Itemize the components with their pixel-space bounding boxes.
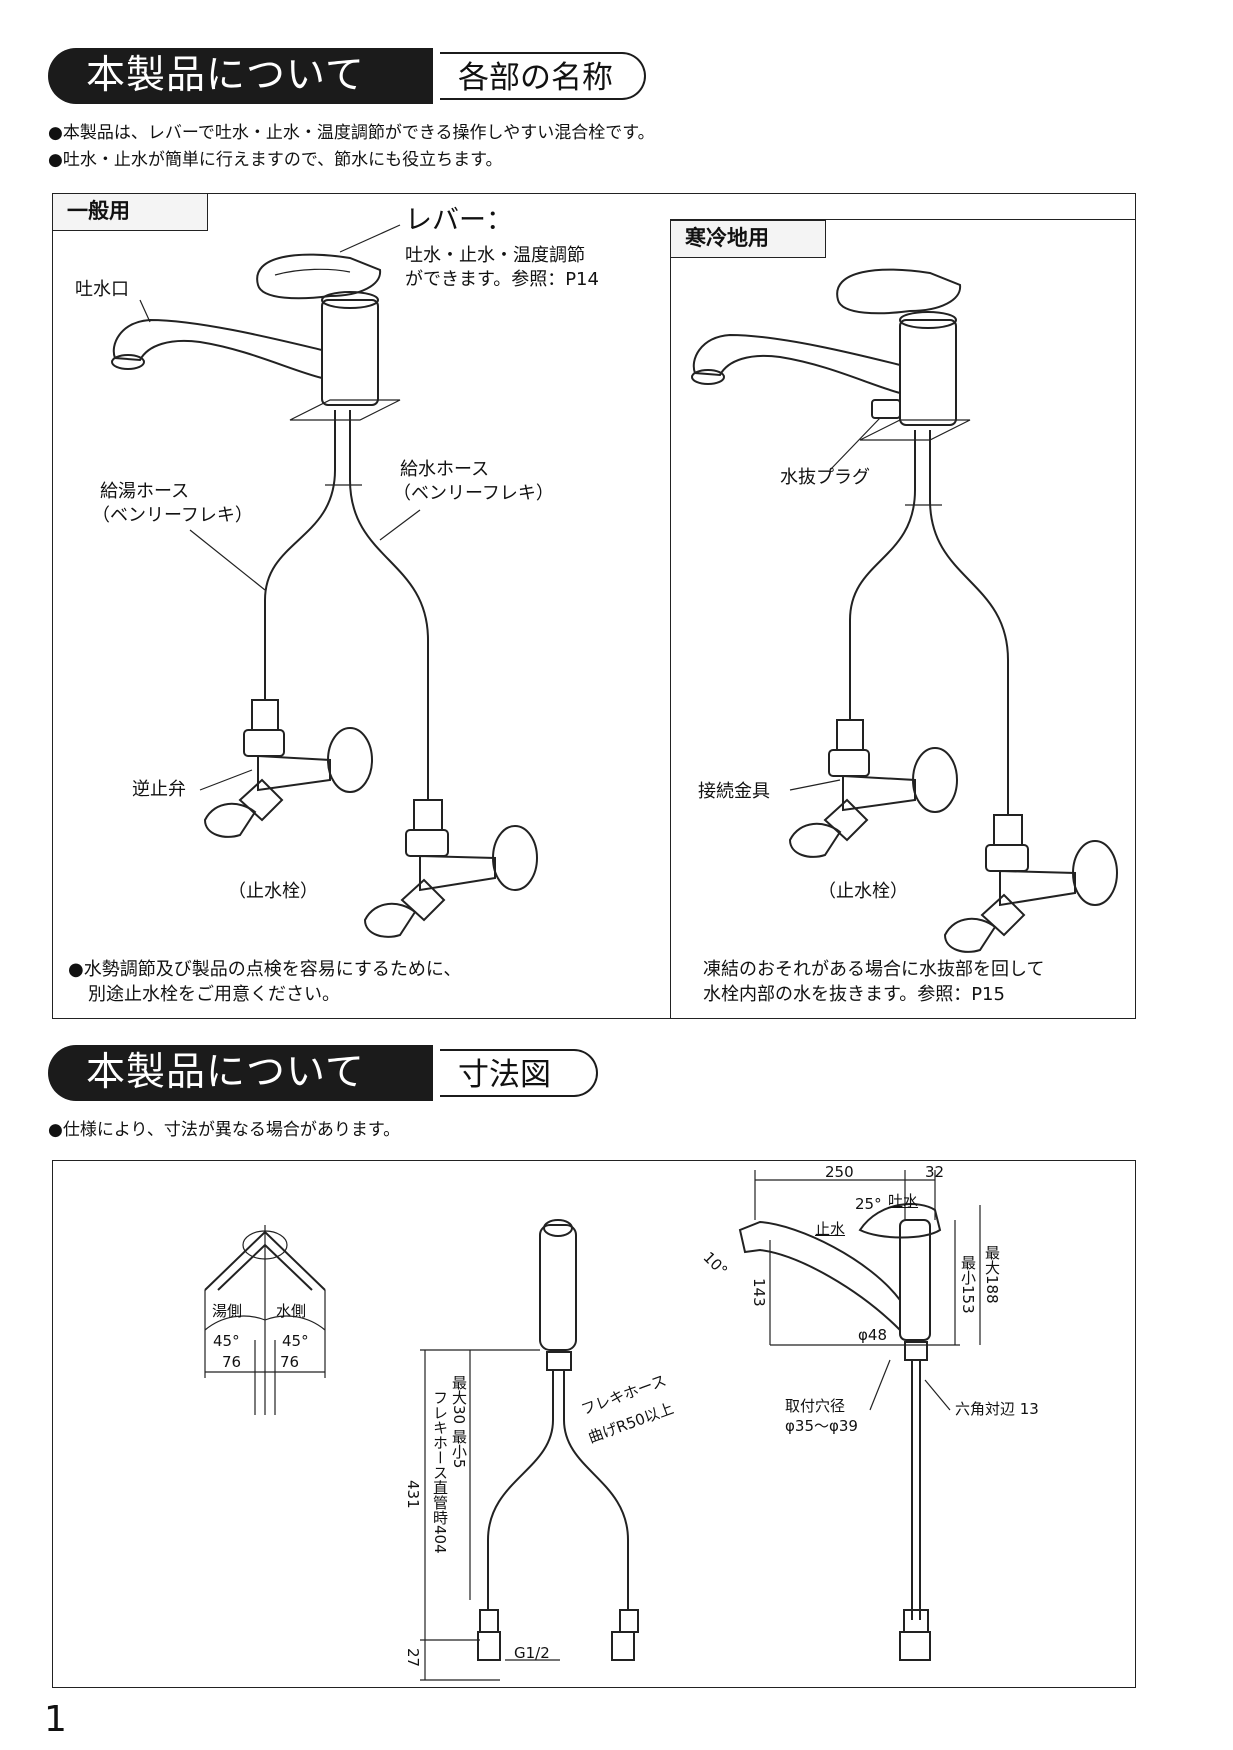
spout-off-label: 止水	[815, 1220, 846, 1238]
intro-line-1: ●本製品は、レバーで吐水・止水・温度調節ができる操作しやすい混合栓です。	[48, 123, 655, 143]
width-left: 76	[222, 1353, 242, 1371]
general-note-1: ●水勢調節及び製品の点検を容易にするために、	[68, 959, 462, 980]
cold-side-label: 水側	[276, 1302, 307, 1320]
angle-right: 45°	[282, 1332, 309, 1350]
hot-side-label: 湯側	[212, 1302, 243, 1320]
hose-range: 最大30 最小5	[450, 1375, 468, 1469]
section-title: 本製品について	[48, 1045, 433, 1101]
dim-250: 250	[825, 1163, 854, 1181]
panel-divider	[670, 220, 671, 1019]
drain-plug-label: 水抜プラグ	[780, 467, 870, 488]
hex-size: 六角対辺 13	[955, 1400, 1039, 1418]
general-note-2: 別途止水栓をご用意ください。	[88, 984, 340, 1005]
lever-desc-1: 吐水・止水・温度調節	[405, 245, 585, 266]
mount-hole-title: 取付穴径	[785, 1397, 846, 1415]
dimension-panel	[52, 1160, 1136, 1688]
lever-desc-2: ができます。参照：P14	[405, 269, 599, 290]
section-subtitle: 寸法図	[440, 1049, 598, 1097]
stop-valve-label-cold: （止水栓）	[818, 881, 908, 902]
dim-143: 143	[750, 1278, 768, 1307]
spec-note: ●仕様により、寸法が異なる場合があります。	[48, 1120, 401, 1140]
check-valve-label: 逆止弁	[132, 779, 186, 800]
thread-size: G1/2	[514, 1644, 550, 1662]
dim-32: 32	[925, 1163, 945, 1181]
page-number: 1	[44, 1699, 67, 1740]
cold-hose-label-2: （ベンリーフレキ）	[393, 483, 554, 504]
spout-label: 吐水口	[75, 279, 129, 300]
dim-27: 27	[404, 1648, 422, 1668]
angle-left: 45°	[213, 1332, 240, 1350]
section-subtitle: 各部の名称	[440, 52, 646, 100]
dim-min-153: 最小153	[959, 1255, 977, 1314]
cold-note-1: 凍結のおそれがある場合に水抜部を回して	[703, 959, 1045, 980]
cold-hose-label-1: 給水ホース	[400, 459, 490, 480]
parts-panel	[52, 193, 1136, 1019]
connector-label: 接続金具	[698, 781, 770, 802]
tag-cold-region: 寒冷地用	[670, 220, 826, 258]
width-right: 76	[280, 1353, 300, 1371]
dim-phi48: φ48	[858, 1326, 887, 1344]
tag-general: 一般用	[52, 193, 208, 231]
mount-hole-range: φ35〜φ39	[785, 1417, 858, 1435]
dim-max-188: 最大188	[983, 1245, 1001, 1304]
stop-valve-label-general: （止水栓）	[228, 881, 318, 902]
section-title: 本製品について	[48, 48, 433, 104]
hot-hose-label-2: （ベンリーフレキ）	[92, 505, 253, 526]
angle-25: 25°	[855, 1195, 882, 1213]
cold-note-2: 水栓内部の水を抜きます。参照：P15	[703, 984, 1005, 1005]
panel-top-line	[670, 219, 1136, 220]
hot-hose-label-1: 給湯ホース	[100, 481, 190, 502]
hose-length: フレキホース直管時404	[431, 1390, 449, 1554]
dim-431: 431	[404, 1480, 422, 1509]
spout-on-label: 吐水	[888, 1192, 919, 1210]
intro-line-2: ●吐水・止水が簡単に行えますので、節水にも役立ちます。	[48, 150, 503, 170]
lever-label: レバー：	[405, 205, 513, 236]
